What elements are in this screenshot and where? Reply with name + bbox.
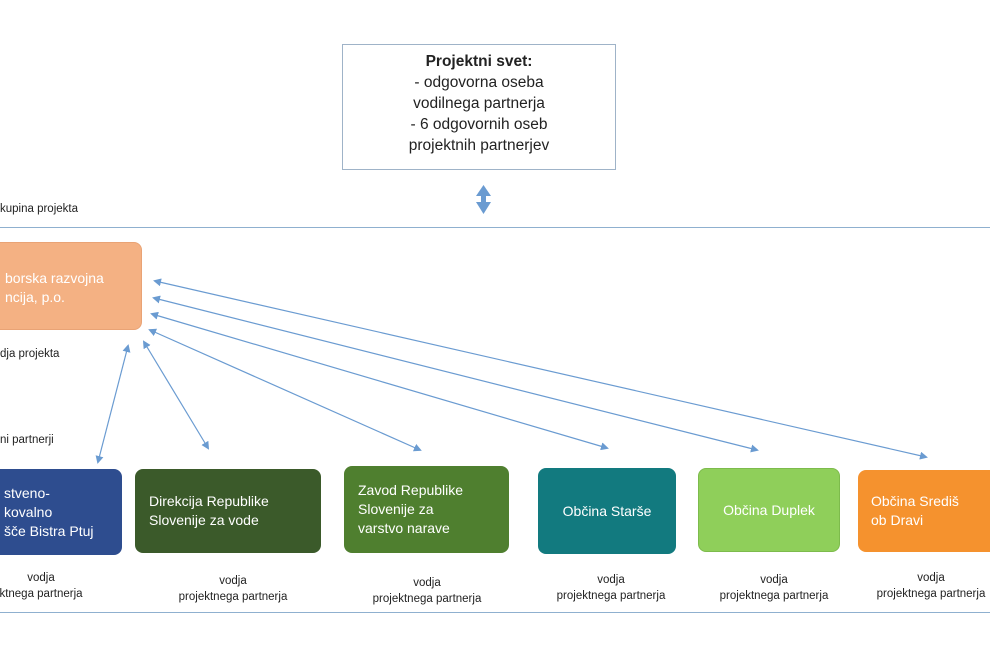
arrow-to-partner-3 [148,328,422,452]
council-line-2: vodilnega partnerja [413,95,545,112]
council-line-1: - odgovorna oseba [414,74,544,91]
project-council-title: Projektni svet: [425,53,533,70]
project-group-bottom-border [0,612,990,613]
partner-box-2: Direkcija Republike Slovenije za vode [135,469,321,553]
partner-name-4: Občina Starše [562,502,652,519]
partners-label: ni partnerji [0,434,54,446]
partner-box-1: stveno- kovalno šče Bistra Ptuj [0,469,122,555]
arrow-to-partner-6 [153,278,928,460]
partner-name-6: Občina Središ ob Dravi [871,493,959,528]
partner-role-label-5: vodja projektnega partnerja [719,574,829,602]
partner-role-label-3: vodja projektnega partnerja [372,577,482,605]
partner-name-2: Direkcija Republike Slovenije za vode [149,493,269,528]
partner-box-4: Občina Starše [538,468,676,554]
project-lead-label: dja projekta [0,348,60,360]
council-line-4: projektnih partnerjev [408,137,550,154]
council-link-arrow [476,185,491,214]
lead-partner-name: borska razvojna ncija, p.o. [5,270,104,305]
arrow-to-partner-4 [150,311,609,451]
project-group-top-border [0,227,990,228]
partner-box-3: Zavod Republike Slovenije za varstvo nar… [344,466,509,553]
arrow-to-partner-2 [142,340,210,450]
arrow-to-partner-1 [95,344,131,464]
partner-role-label-4: vodja projektnega partnerja [556,574,666,602]
project-council-box: Projektni svet: - odgovorna oseba vodiln… [342,44,616,170]
arrow-to-partner-5 [152,295,759,453]
project-group-label: kupina projekta [0,203,78,215]
partner-role-label-2: vodja projektnega partnerja [178,575,288,603]
partner-name-5: Občina Duplek [723,501,815,518]
lead-partner-box: borska razvojna ncija, p.o. [0,242,142,330]
partner-name-1: stveno- kovalno šče Bistra Ptuj [4,484,94,539]
partner-box-5: Občina Duplek [698,468,840,552]
partner-name-3: Zavod Republike Slovenije za varstvo nar… [358,482,464,536]
partner-box-6: Občina Središ ob Dravi [858,470,990,552]
partner-role-label-1: vodja ktnega partnerja [0,572,83,600]
council-line-3: - 6 odgovornih oseb [410,116,548,133]
partner-role-label-6: vodja projektnega partnerja [876,572,986,600]
